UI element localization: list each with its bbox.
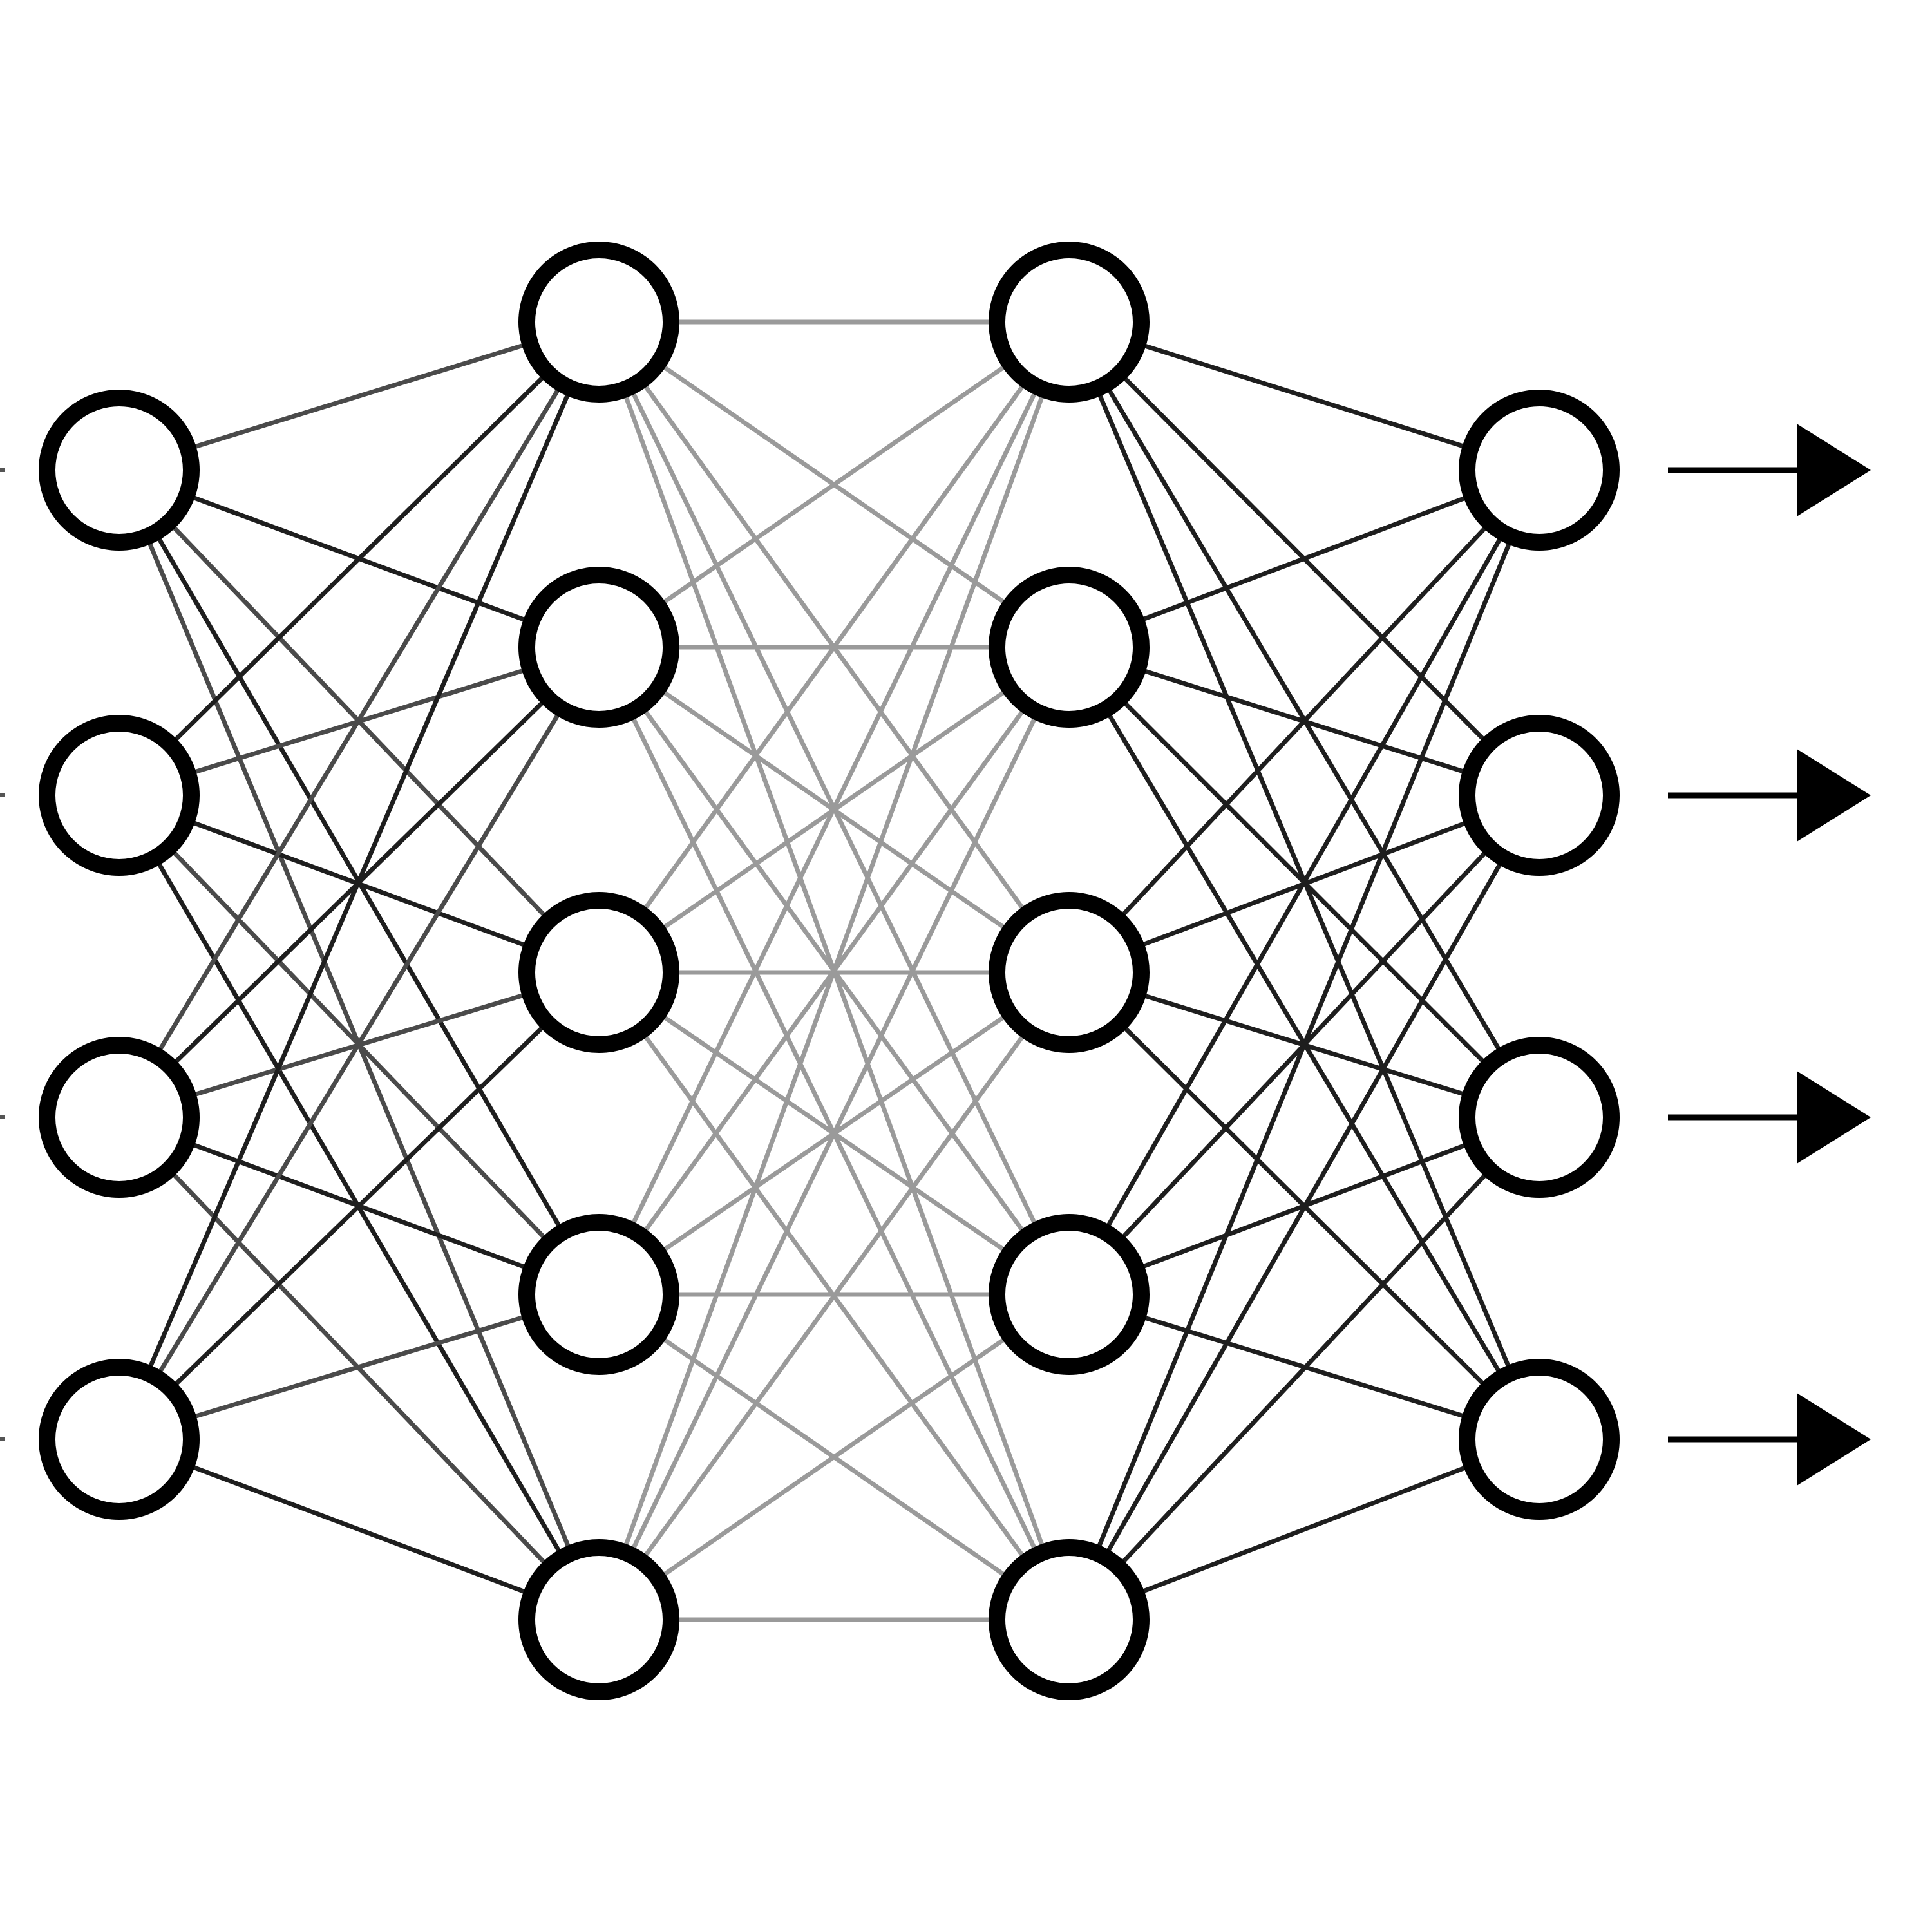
- neuron-input-l0-1: [39, 715, 200, 876]
- arrow-head-0: [1797, 424, 1871, 516]
- edge-l2-2-to-l3-0: [1066, 468, 1542, 975]
- right-arrow-icon: [1668, 1393, 1871, 1486]
- neuron-hidden-l1-0: [518, 242, 679, 402]
- edge-l0-3-to-l1-1: [117, 645, 601, 1442]
- edge-l1-3-to-l2-0: [596, 319, 1072, 1297]
- neuron-hidden-l1-4: [518, 1539, 679, 1700]
- edge-l0-1-to-l1-0: [117, 319, 601, 798]
- neuron-input-l0-3: [39, 1359, 200, 1520]
- neuron-hidden-l2-0: [989, 242, 1150, 402]
- edge-l1-2-to-l2-0: [596, 319, 1072, 975]
- connection-edges: [117, 319, 1542, 1622]
- edge-l2-4-to-l3-0: [1066, 468, 1542, 1622]
- edge-l0-3-to-l1-2: [117, 970, 601, 1442]
- output-arrows: [1668, 424, 1871, 1486]
- arrow-head-3: [1797, 1393, 1871, 1486]
- neuron-hidden-l1-2: [518, 892, 679, 1053]
- edge-l2-0-to-l3-0: [1066, 319, 1542, 473]
- edge-l0-3-to-l1-4: [117, 1437, 601, 1622]
- edge-l0-2-to-l1-0: [117, 319, 601, 1120]
- neuron-input-l0-0: [39, 390, 200, 551]
- edge-l1-4-to-l2-1: [596, 645, 1072, 1622]
- neuron-hidden-l2-1: [989, 567, 1150, 728]
- right-arrow-icon: [1668, 424, 1871, 516]
- edge-l0-0-to-l1-0: [117, 319, 601, 473]
- neuron-input-l0-2: [39, 1037, 200, 1198]
- neuron-hidden-l1-3: [518, 1214, 679, 1375]
- neuron-output-l3-3: [1459, 1359, 1620, 1520]
- edge-l1-4-to-l2-0: [596, 319, 1072, 1622]
- neuron-nodes: [39, 242, 1620, 1700]
- edge-l0-3-to-l1-3: [117, 1292, 601, 1442]
- neuron-hidden-l2-4: [989, 1539, 1150, 1700]
- right-arrow-icon: [1668, 1071, 1871, 1164]
- neuron-output-l3-2: [1459, 1037, 1620, 1198]
- arrow-head-2: [1797, 1071, 1871, 1164]
- edge-l1-4-to-l2-2: [596, 970, 1072, 1622]
- input-marks: [0, 468, 5, 1441]
- neuron-output-l3-0: [1459, 390, 1620, 551]
- edge-l2-3-to-l3-0: [1066, 468, 1542, 1297]
- neuron-hidden-l2-2: [989, 892, 1150, 1053]
- right-arrow-icon: [1668, 749, 1871, 842]
- edge-l2-4-to-l3-3: [1066, 1437, 1542, 1622]
- arrow-head-1: [1797, 749, 1871, 842]
- edge-l0-3-to-l1-0: [117, 319, 601, 1442]
- neuron-hidden-l2-3: [989, 1214, 1150, 1375]
- edge-l1-4-to-l2-3: [596, 1292, 1072, 1622]
- edge-l1-1-to-l2-0: [596, 319, 1072, 650]
- edge-l2-4-to-l3-1: [1066, 793, 1542, 1622]
- neuron-output-l3-1: [1459, 715, 1620, 876]
- neuron-hidden-l1-1: [518, 567, 679, 728]
- edge-l2-1-to-l3-0: [1066, 468, 1542, 650]
- edge-l2-4-to-l3-2: [1066, 1115, 1542, 1622]
